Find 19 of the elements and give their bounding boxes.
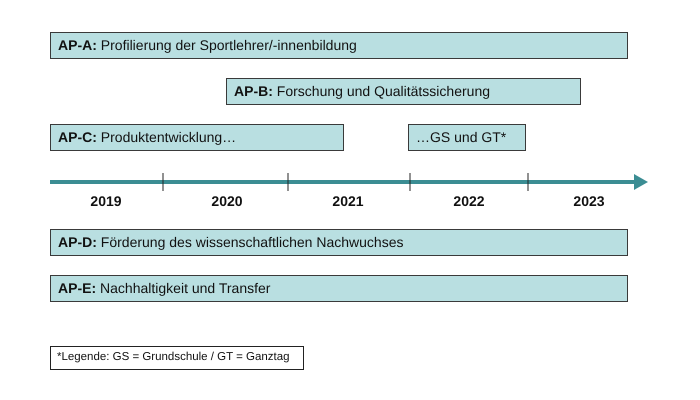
work-package-bar (50, 124, 344, 151)
year-label: 2022 (453, 193, 485, 209)
work-package-label: AP-C: Produktentwicklung… (58, 129, 236, 146)
work-package-bar (50, 229, 628, 256)
legend-note-text: *Legende: GS = Grundschule / GT = Ganztag (57, 351, 290, 365)
year-label: 2019 (90, 193, 122, 209)
work-package-label: …GS und GT* (416, 129, 506, 146)
year-label: 2021 (332, 193, 364, 209)
work-package-bar (50, 32, 628, 59)
work-package-label: AP-B: Forschung und Qualitätssicherung (234, 83, 490, 100)
year-label: 2023 (573, 193, 605, 209)
work-package-label: AP-D: Förderung des wissenschaftlichen Nachwuchses (58, 234, 404, 251)
year-label: 2020 (211, 193, 243, 209)
work-package-bar (50, 275, 628, 302)
work-package-label: AP-A: Profilierung der Sportlehrer/-innenbildung (58, 37, 357, 54)
work-package-bar (408, 124, 526, 151)
work-package-label: AP-E: Nachhaltigkeit und Transfer (58, 280, 270, 297)
legend-note-box (50, 346, 304, 370)
work-package-bar (226, 78, 581, 105)
